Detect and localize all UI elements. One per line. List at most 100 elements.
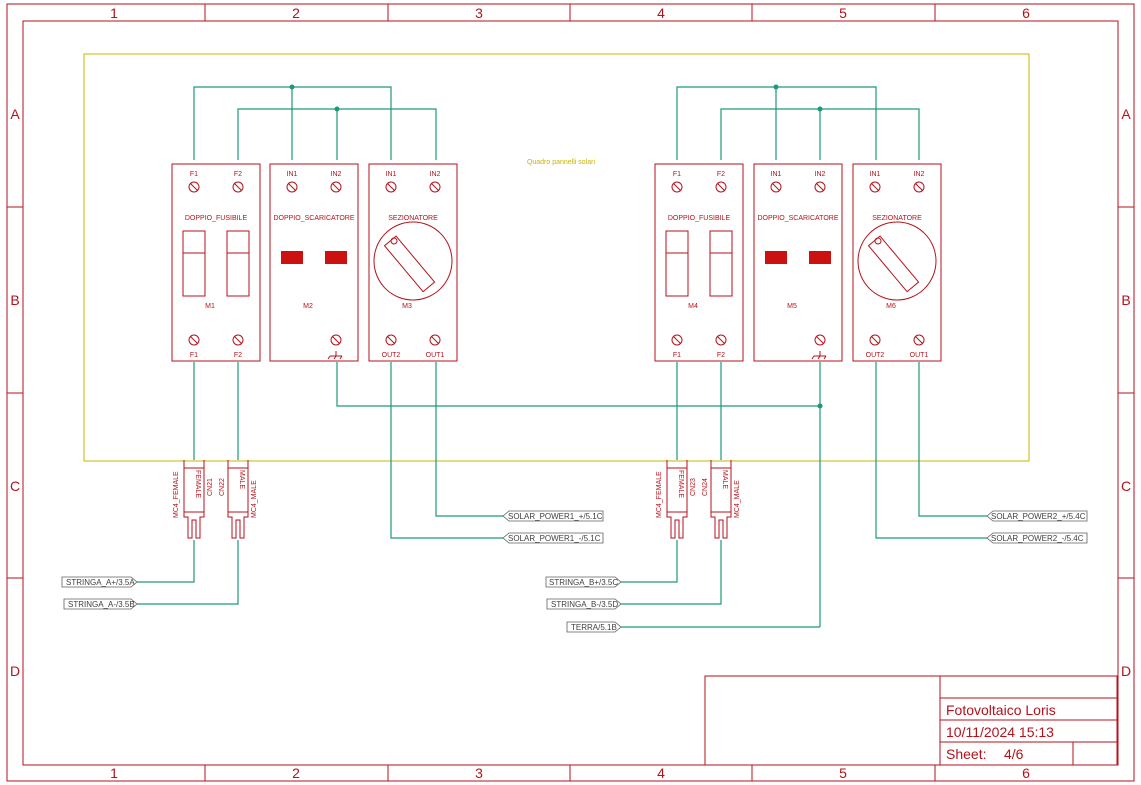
row-labels-left: A B C D bbox=[10, 106, 20, 679]
col-label: 6 bbox=[1022, 765, 1030, 781]
net-label-text: STRINGA_A-/3.5B bbox=[68, 600, 135, 609]
rotary-switch-icon bbox=[373, 221, 453, 301]
connector-type-label: MC4_MALE bbox=[251, 480, 258, 518]
device-type-label: SEZIONATORE bbox=[388, 215, 438, 222]
title-block-title: Fotovoltaico Loris bbox=[946, 702, 1056, 718]
terminal-screw-icon bbox=[814, 334, 826, 346]
device-type-label: DOPPIO_FUSIBILE bbox=[668, 215, 731, 222]
col-label: 1 bbox=[110, 5, 118, 21]
device-id-label: M5 bbox=[787, 303, 797, 310]
device-type-label: DOPPIO_SCARICATORE bbox=[757, 215, 838, 222]
row-label: B bbox=[1121, 292, 1130, 308]
fuse-icon bbox=[182, 230, 250, 297]
pin-label: OUT1 bbox=[910, 352, 929, 359]
col-label: 3 bbox=[475, 765, 483, 781]
pin-label: IN1 bbox=[287, 171, 298, 178]
wires bbox=[137, 86, 987, 628]
terminal-screw-icon bbox=[715, 334, 727, 346]
col-label: 5 bbox=[839, 5, 847, 21]
panel-area-label: Quadro pannelli solari bbox=[527, 159, 596, 166]
connector-type-label: MC4_FEMALE bbox=[656, 471, 663, 518]
col-label: 6 bbox=[1022, 5, 1030, 21]
fuse-icon bbox=[665, 230, 733, 297]
connector-mark: MALE bbox=[238, 470, 245, 489]
terminal-screw-icon bbox=[715, 181, 727, 193]
net-label-text: SOLAR_POWER2_-/5.4C bbox=[991, 534, 1084, 543]
title-block-datetime: 10/11/2024 15:13 bbox=[946, 724, 1054, 740]
net-label-text: STRINGA_B+/3.5C bbox=[549, 578, 618, 587]
net-label-solar-power1-plus[interactable]: SOLAR_POWER1_+/5.1C bbox=[502, 510, 604, 522]
net-label-terra[interactable]: TERRA/5.1B bbox=[566, 621, 622, 633]
net-label-solar-power1-minus[interactable]: SOLAR_POWER1_-/5.1C bbox=[502, 532, 604, 544]
net-label-solar-power2-minus[interactable]: SOLAR_POWER2_-/5.4C bbox=[986, 532, 1088, 544]
pin-label: IN1 bbox=[870, 171, 881, 178]
pin-label: IN2 bbox=[815, 171, 826, 178]
title-block: Fotovoltaico Loris 10/11/2024 15:13 Shee… bbox=[704, 675, 1118, 766]
net-label-solar-power2-plus[interactable]: SOLAR_POWER2_+/5.4C bbox=[986, 510, 1088, 522]
net-label-text: TERRA/5.1B bbox=[571, 623, 617, 632]
terminal-screw-icon bbox=[385, 181, 397, 193]
terminal-screw-icon bbox=[188, 181, 200, 193]
net-label-stringa-a-plus[interactable]: STRINGA_A+/3.5A bbox=[61, 576, 138, 588]
row-label: D bbox=[10, 663, 20, 679]
terminal-screw-icon bbox=[671, 334, 683, 346]
pin-label: F1 bbox=[190, 171, 198, 178]
ground-icon bbox=[327, 351, 343, 360]
terminal-screw-icon bbox=[869, 181, 881, 193]
connector-cn22[interactable]: MALE MC4_MALE CN22 bbox=[219, 460, 258, 539]
pin-label: OUT2 bbox=[382, 352, 401, 359]
net-label-stringa-a-minus[interactable]: STRINGA_A-/3.5B bbox=[63, 598, 138, 610]
junction-dots bbox=[289, 84, 823, 409]
terminal-screw-icon bbox=[232, 334, 244, 346]
row-label: A bbox=[10, 106, 20, 122]
row-label: D bbox=[1121, 663, 1131, 679]
net-label-text: SOLAR_POWER2_+/5.4C bbox=[991, 512, 1086, 521]
pin-label: IN2 bbox=[331, 171, 342, 178]
net-label-text: SOLAR_POWER1_-/5.1C bbox=[508, 534, 601, 543]
connector-ref-label: CN22 bbox=[219, 478, 226, 496]
device-id-label: M2 bbox=[303, 303, 313, 310]
pin-label: OUT2 bbox=[866, 352, 885, 359]
pin-label: OUT1 bbox=[426, 352, 445, 359]
net-labels: SOLAR_POWER1_+/5.1C SOLAR_POWER1_-/5.1C … bbox=[61, 510, 1088, 633]
surge-arrester-icon bbox=[281, 251, 347, 264]
panel-area-frame bbox=[83, 53, 1030, 462]
device-type-label: DOPPIO_SCARICATORE bbox=[273, 215, 354, 222]
title-block-sheet-value: 4/6 bbox=[1004, 746, 1024, 762]
column-labels-top: 1 2 3 4 5 6 bbox=[110, 5, 1030, 21]
device-id-label: M3 bbox=[402, 303, 412, 310]
device-id-label: M6 bbox=[886, 303, 896, 310]
surge-arrester-icon bbox=[765, 251, 831, 264]
pin-label: F2 bbox=[717, 352, 725, 359]
net-label-text: SOLAR_POWER1_+/5.1C bbox=[508, 512, 603, 521]
net-label-stringa-b-minus[interactable]: STRINGA_B-/3.5D bbox=[546, 598, 622, 610]
ground-icon bbox=[811, 351, 827, 360]
title-block-sheet-label: Sheet: bbox=[946, 746, 986, 762]
net-label-stringa-b-plus[interactable]: STRINGA_B+/3.5C bbox=[545, 576, 622, 588]
row-labels-right: A B C D bbox=[1121, 106, 1131, 679]
device-type-label: SEZIONATORE bbox=[872, 215, 922, 222]
terminal-screw-icon bbox=[671, 181, 683, 193]
connector-mark: FEMALE bbox=[194, 470, 201, 498]
terminal-screw-icon bbox=[385, 334, 397, 346]
col-label: 1 bbox=[110, 765, 118, 781]
terminal-screw-icon bbox=[429, 334, 441, 346]
sheet-frame bbox=[6, 3, 1135, 782]
col-label: 4 bbox=[657, 765, 665, 781]
pin-label: F1 bbox=[673, 171, 681, 178]
net-label-text: STRINGA_B-/3.5D bbox=[551, 600, 618, 609]
connector-mark: MALE bbox=[721, 470, 728, 489]
pin-label: F2 bbox=[717, 171, 725, 178]
rotary-switch-icon bbox=[857, 221, 937, 301]
